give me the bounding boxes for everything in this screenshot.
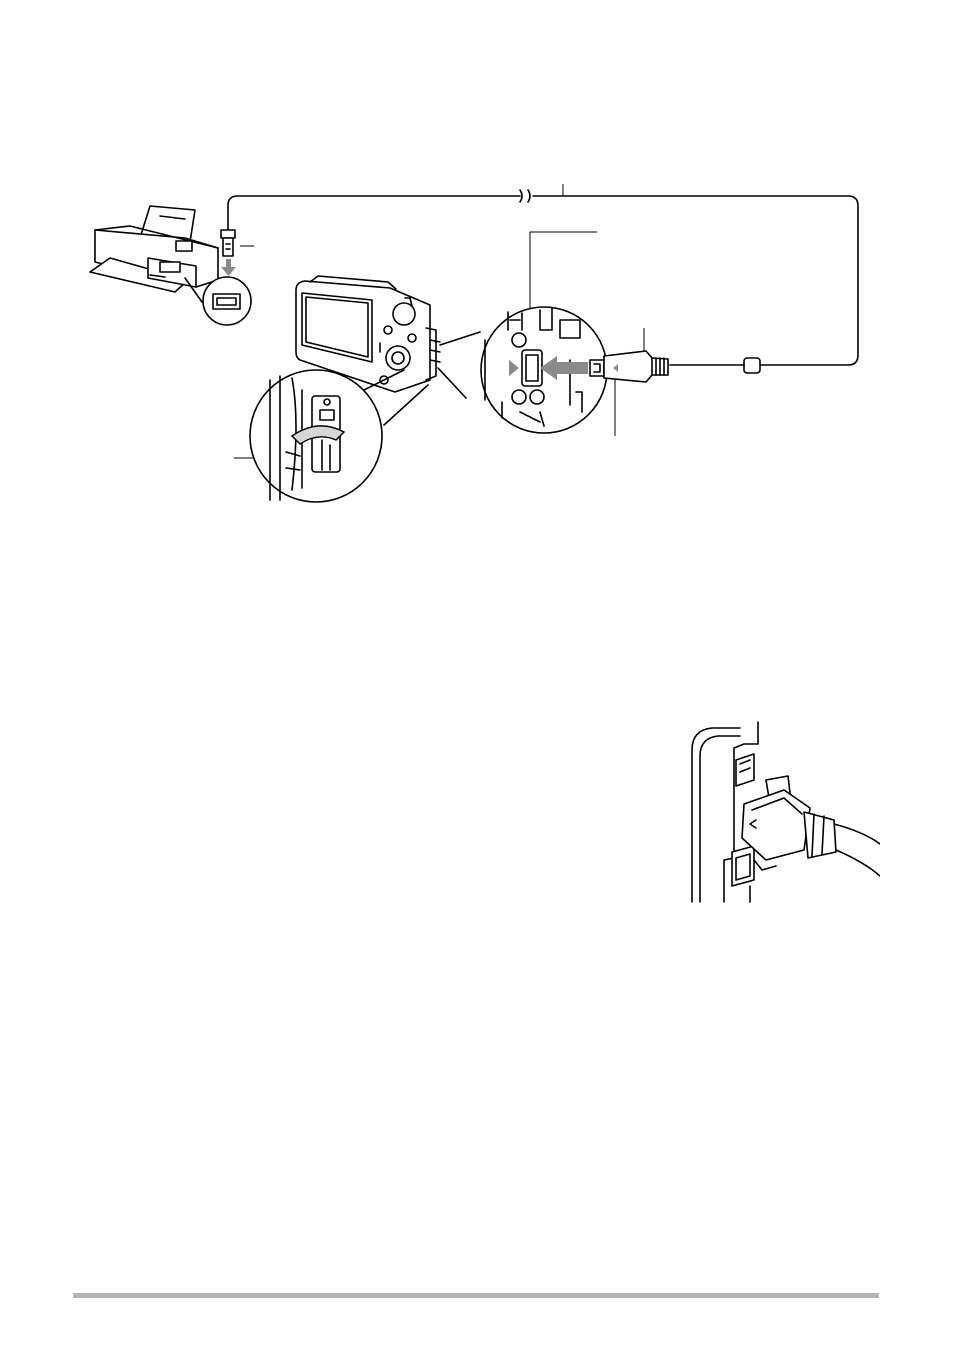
port-zoom (480, 306, 669, 434)
printer (89, 205, 219, 293)
usb-cable (227, 189, 859, 374)
zoom-connector-port (437, 331, 481, 399)
plug-closeup (691, 721, 880, 903)
printer-usb-plug (220, 229, 236, 276)
usb-plug (741, 775, 880, 877)
printer-port-zoom (184, 276, 252, 326)
camera (295, 275, 441, 393)
connection-diagram (89, 184, 859, 503)
footer-rule (73, 1293, 879, 1298)
cover-zoom (249, 369, 383, 503)
camera-side (691, 721, 759, 903)
